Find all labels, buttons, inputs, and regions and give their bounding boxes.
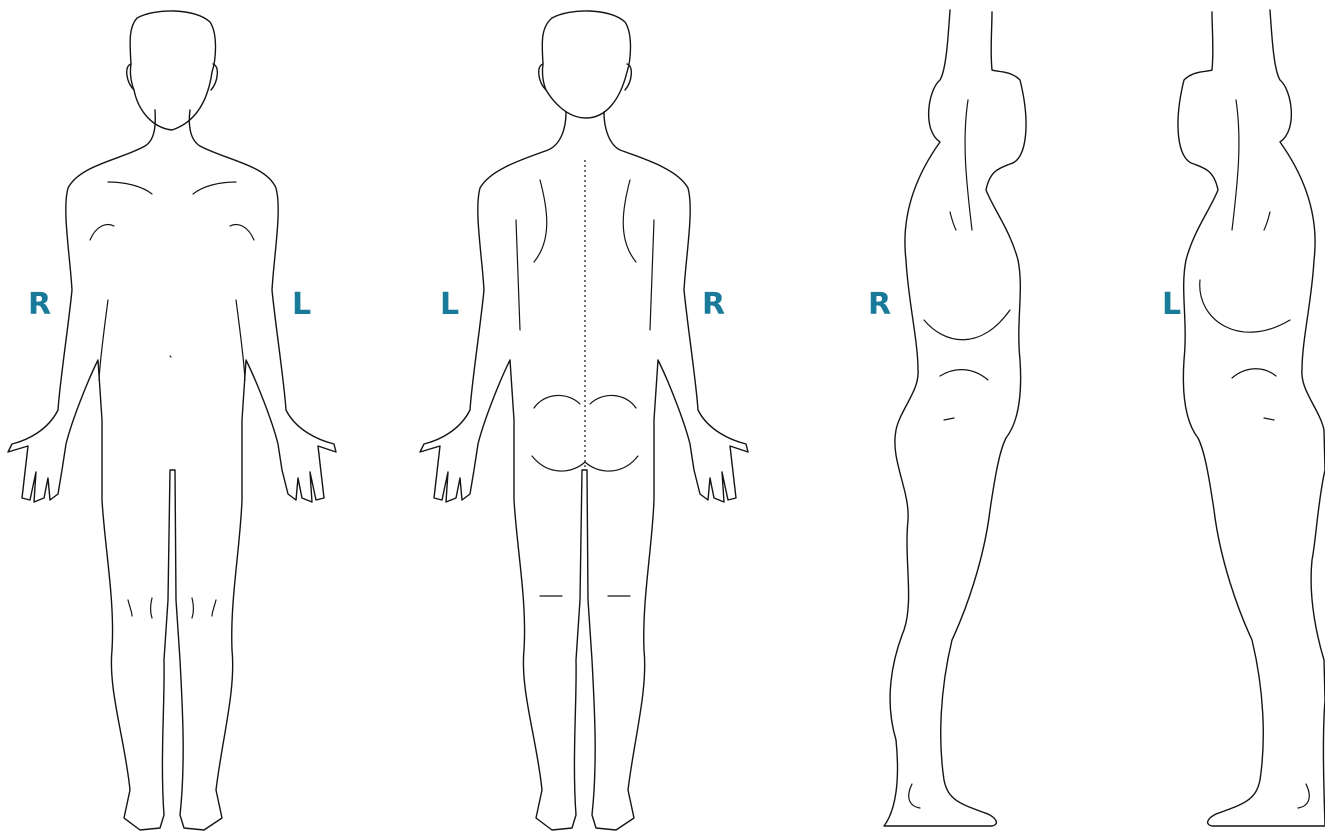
left-side-view-label: L <box>1162 287 1181 322</box>
right-side-view-label: R <box>868 287 891 322</box>
front-view-right-label: R <box>28 287 51 322</box>
front-view-left-label: L <box>292 287 311 322</box>
front-view-figure <box>8 11 336 830</box>
right-side-view-figure <box>884 10 1026 826</box>
back-view-right-label: R <box>702 287 725 322</box>
back-view-left-label: L <box>440 287 459 322</box>
left-side-view-figure <box>1178 10 1325 826</box>
back-view-figure <box>420 11 748 830</box>
